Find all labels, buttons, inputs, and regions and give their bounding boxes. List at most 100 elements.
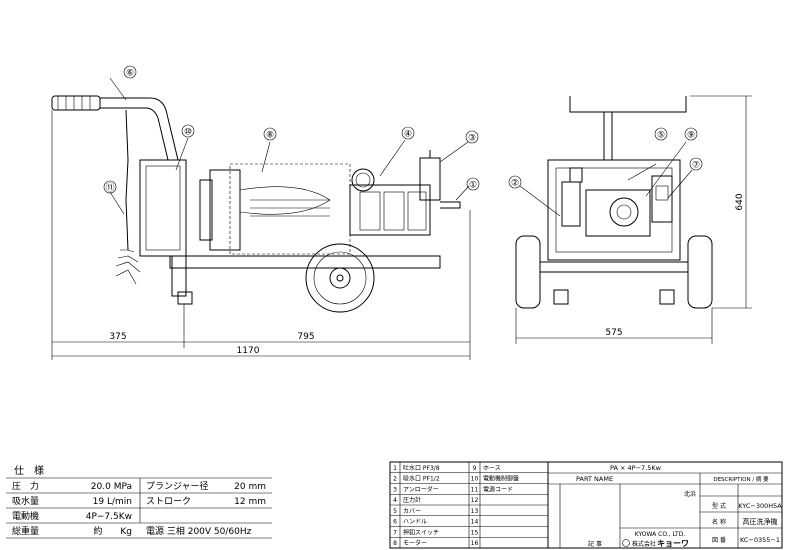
svg-text:③: ③	[468, 134, 476, 144]
spec-v1-2: 4P−7.5Kw	[86, 512, 132, 522]
spec-v2-0: 20 mm	[234, 482, 266, 492]
parts-left-name: 圧力計	[403, 496, 421, 504]
spec-k2-3: 電源 三相 200V 50/60Hz	[146, 525, 252, 537]
callout-11: ⑪	[103, 180, 117, 194]
spec-k1-3: 総重量	[12, 525, 39, 537]
parts-left-name: 吐水口 PF3/8	[403, 464, 440, 472]
parts-left-no: 1	[393, 465, 397, 472]
svg-text:⑨: ⑨	[687, 131, 695, 141]
parts-left-no: 5	[393, 508, 397, 515]
svg-text:④: ④	[404, 130, 412, 140]
tb-drawing-no: KC−0355−1	[740, 536, 780, 544]
handle-grip	[51, 95, 101, 111]
parts-left-name: ハンドル	[403, 519, 427, 526]
maker-logo-mark	[622, 539, 630, 547]
dim-795: 795	[297, 332, 314, 342]
front-handle	[569, 96, 687, 113]
tb-description: DESCRIPTION / 摘 要	[713, 475, 769, 483]
tb-model-value: KYC−300H5A	[738, 502, 782, 510]
parts-right-no: 15	[471, 529, 479, 536]
outlet-fitting	[440, 201, 461, 209]
svg-text:①: ①	[469, 181, 477, 191]
callout-6: ⑥	[123, 65, 137, 79]
parts-left-name: カバー	[403, 508, 421, 515]
parts-right-no: 10	[471, 476, 479, 483]
callout-5: ⑤	[654, 127, 668, 141]
svg-text:⑪: ⑪	[105, 183, 114, 194]
callout-8: ⑧	[263, 127, 277, 141]
parts-right-name: ホース	[483, 465, 501, 472]
tb-part-name: PART NAME	[576, 475, 613, 483]
title-block: PA × 4P−7.5Kw PART NAME DESCRIPTION / 摘 …	[547, 461, 783, 549]
parts-right-no: 12	[471, 497, 479, 504]
tb-spec-line: PA × 4P−7.5Kw	[610, 464, 662, 472]
tb-model-label: 型 式	[712, 502, 726, 510]
parts-left-no: 6	[393, 519, 397, 526]
parts-right-name: 電動機制御盤	[483, 475, 519, 483]
svg-text:②: ②	[511, 179, 519, 189]
spec-v1-1: 19 L/min	[93, 497, 132, 507]
tb-maker-en: KYOWA CO., LTD.	[635, 531, 686, 538]
parts-right-no: 14	[471, 519, 479, 526]
side-wheel	[305, 243, 375, 313]
svg-text:⑤: ⑤	[657, 131, 665, 141]
front-housing	[547, 159, 681, 261]
callout-9: ⑨	[684, 127, 698, 141]
tb-scale: 北浜	[684, 490, 696, 498]
svg-text:⑩: ⑩	[184, 128, 192, 138]
parts-right-no: 11	[471, 486, 479, 493]
parts-left-name: モーター	[403, 539, 427, 547]
callout-3: ③	[465, 130, 479, 144]
parts-left-no: 7	[393, 529, 397, 536]
callout-10-side: ⑩	[181, 124, 195, 138]
dim-375: 375	[109, 332, 126, 342]
tb-maker-logo: キョーワ	[657, 539, 689, 548]
dim-575: 575	[605, 328, 622, 338]
spec-v2-1: 12 mm	[234, 497, 266, 507]
parts-left-name: 押釦スイッチ	[403, 528, 439, 536]
front-right-wheel	[687, 235, 713, 309]
spec-v1-3: 約 Kg	[93, 525, 132, 537]
pressure-gauge	[351, 168, 375, 192]
spec-v1-0: 20.0 MPa	[91, 482, 132, 492]
tb-name-label: 名 称	[712, 518, 726, 526]
control-box	[139, 159, 187, 257]
dim-640: 640	[735, 193, 745, 210]
pump	[349, 184, 431, 236]
switch-box	[651, 175, 673, 223]
spec-k2-0: プランジャー径	[146, 480, 209, 492]
power-cord	[125, 109, 129, 251]
callout-4: ④	[401, 126, 415, 140]
svg-text:⑥: ⑥	[126, 69, 134, 79]
parts-list: 1 吐水口 PF3/8 9 ホース 2 吸水口 PF1/2 10 電動機制御盤 3 アンローダー 1…	[389, 461, 549, 549]
parts-left-no: 2	[393, 476, 397, 483]
callout-7: ⑦	[689, 157, 703, 171]
parts-left-name: 吸水口 PF1/2	[403, 475, 440, 483]
base-frame	[169, 255, 441, 269]
spec-title: 仕 様	[14, 464, 44, 477]
front-view: ② ⑤ ⑨ ⑦ 575 640	[508, 95, 752, 344]
parts-right-no: 9	[473, 465, 477, 472]
spec-k1-2: 電動機	[12, 510, 39, 522]
svg-text:⑦: ⑦	[692, 161, 700, 171]
parts-left-no: 4	[393, 497, 397, 504]
tb-revision: 記 事	[588, 540, 602, 548]
dim-1170: 1170	[237, 346, 260, 356]
svg-text:⑧: ⑧	[266, 131, 274, 141]
spec-k1-1: 吸水量	[12, 495, 39, 507]
front-foot	[177, 291, 193, 305]
parts-left-no: 8	[393, 540, 397, 547]
tb-name-value: 高圧洗浄機	[743, 517, 778, 526]
parts-left-name: アンローダー	[403, 485, 439, 493]
spec-table: 仕 様 圧 力 20.0 MPa プランジャー径 20 mm 吸水量 19 L/…	[6, 464, 272, 539]
tb-maker-jp: 株式会社	[632, 540, 656, 548]
tb-drawing-no-label: 図 番	[712, 537, 726, 544]
spec-k1-0: 圧 力	[12, 480, 39, 492]
callout-2: ②	[508, 175, 522, 189]
motor	[229, 163, 351, 255]
parts-right-name: 電源コード	[483, 485, 513, 493]
parts-left-no: 3	[393, 486, 397, 493]
parts-right-no: 16	[471, 540, 479, 547]
spec-k2-1: ストローク	[146, 496, 191, 507]
